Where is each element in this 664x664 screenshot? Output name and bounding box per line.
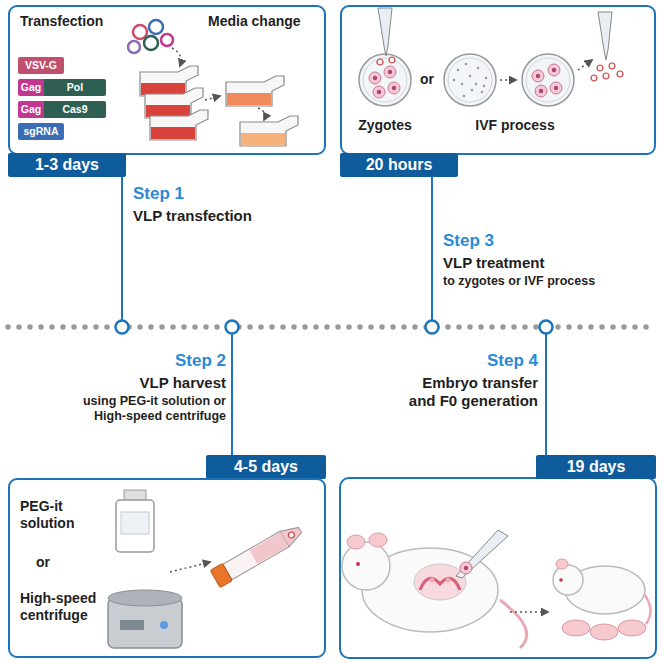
duration-tab-text: 20 hours: [340, 153, 458, 177]
process-arrow: [172, 48, 181, 66]
gene-label: Gag: [18, 79, 44, 96]
step-number: Step 3: [443, 231, 593, 251]
step-subtitle: using PEG-it solution or High-speed cent…: [64, 394, 226, 424]
duration-tab: 1-3 days: [8, 153, 126, 177]
step-title: Embryo transfer and F0 generation: [404, 374, 538, 410]
process-arrow: [205, 96, 220, 100]
duration-tab-text: 19 days: [536, 455, 656, 479]
stage-panel: Zygotes orIVF process: [340, 5, 656, 155]
duration-tab: 19 days: [536, 455, 656, 479]
gene-label: Pol: [44, 79, 106, 96]
panel-label: Zygotes: [350, 117, 420, 134]
stage-panel: [340, 478, 656, 658]
process-arrow: [578, 60, 592, 70]
step-title: VLP harvest: [26, 374, 226, 392]
step-subtitle: to zygotes or IVF process: [443, 274, 658, 289]
pipette: [598, 12, 612, 60]
gene-construct: Pol: [44, 79, 106, 96]
panel-label: High-speed centrifuge: [20, 590, 116, 624]
duration-tab: 4-5 days: [206, 455, 326, 479]
gene-construct: sgRNA: [18, 123, 64, 140]
culture-flask: [226, 76, 284, 106]
zygote-dish: [359, 54, 411, 106]
plasmids: [128, 20, 173, 53]
culture-flask: [240, 116, 298, 146]
gene-construct: Cas9: [44, 101, 106, 118]
gene-construct: Gag: [18, 79, 44, 96]
timeline-markers: [116, 321, 553, 334]
duration-tab-text: 1-3 days: [8, 153, 126, 177]
step-number: Step 1: [133, 184, 283, 204]
embryo-dish: [522, 54, 574, 106]
step-title: VLP treatment: [443, 254, 643, 272]
duration-tab: 20 hours: [340, 153, 458, 177]
gene-label: sgRNA: [18, 123, 64, 140]
process-arrow: [170, 562, 210, 572]
timeline: [8, 324, 656, 330]
vlp-particles: [377, 57, 395, 65]
gene-label: VSV-G: [18, 57, 64, 74]
vlp-particles: [591, 63, 623, 81]
ivf-dish: [444, 54, 496, 106]
panel-heading: Media change: [208, 13, 318, 30]
process-arrow: [510, 611, 548, 613]
panel-heading: Transfection: [20, 13, 130, 30]
step-title: VLP transfection: [133, 207, 318, 225]
panel-label: or: [417, 71, 437, 88]
gene-construct: Gag: [18, 101, 44, 118]
panel-label: IVF process: [460, 117, 570, 134]
step-number: Step 4: [338, 351, 538, 371]
gene-label: Gag: [18, 101, 44, 118]
duration-tab-text: 4-5 days: [206, 455, 326, 479]
stage-panel: Transfection Media changeVSV-G GagPolGagCa…: [8, 5, 326, 155]
panel-label: or: [36, 554, 66, 571]
gene-construct: VSV-G: [18, 57, 64, 74]
process-arrow: [500, 79, 516, 81]
panel-label: PEG-it solution: [20, 498, 92, 532]
culture-flasks: [140, 66, 208, 140]
centrifuge: [108, 590, 182, 648]
mouse-surgery: [342, 530, 527, 648]
gene-label: Cas9: [44, 101, 106, 118]
stage-panel: PEG-it solution orHigh-speed centrifuge: [8, 478, 326, 658]
process-arrow: [258, 108, 265, 120]
conical-tube: [210, 521, 305, 587]
peg-bottle: [116, 490, 154, 552]
step-number: Step 2: [26, 351, 226, 371]
f0-mice: [553, 559, 651, 640]
pipette: [378, 8, 392, 56]
